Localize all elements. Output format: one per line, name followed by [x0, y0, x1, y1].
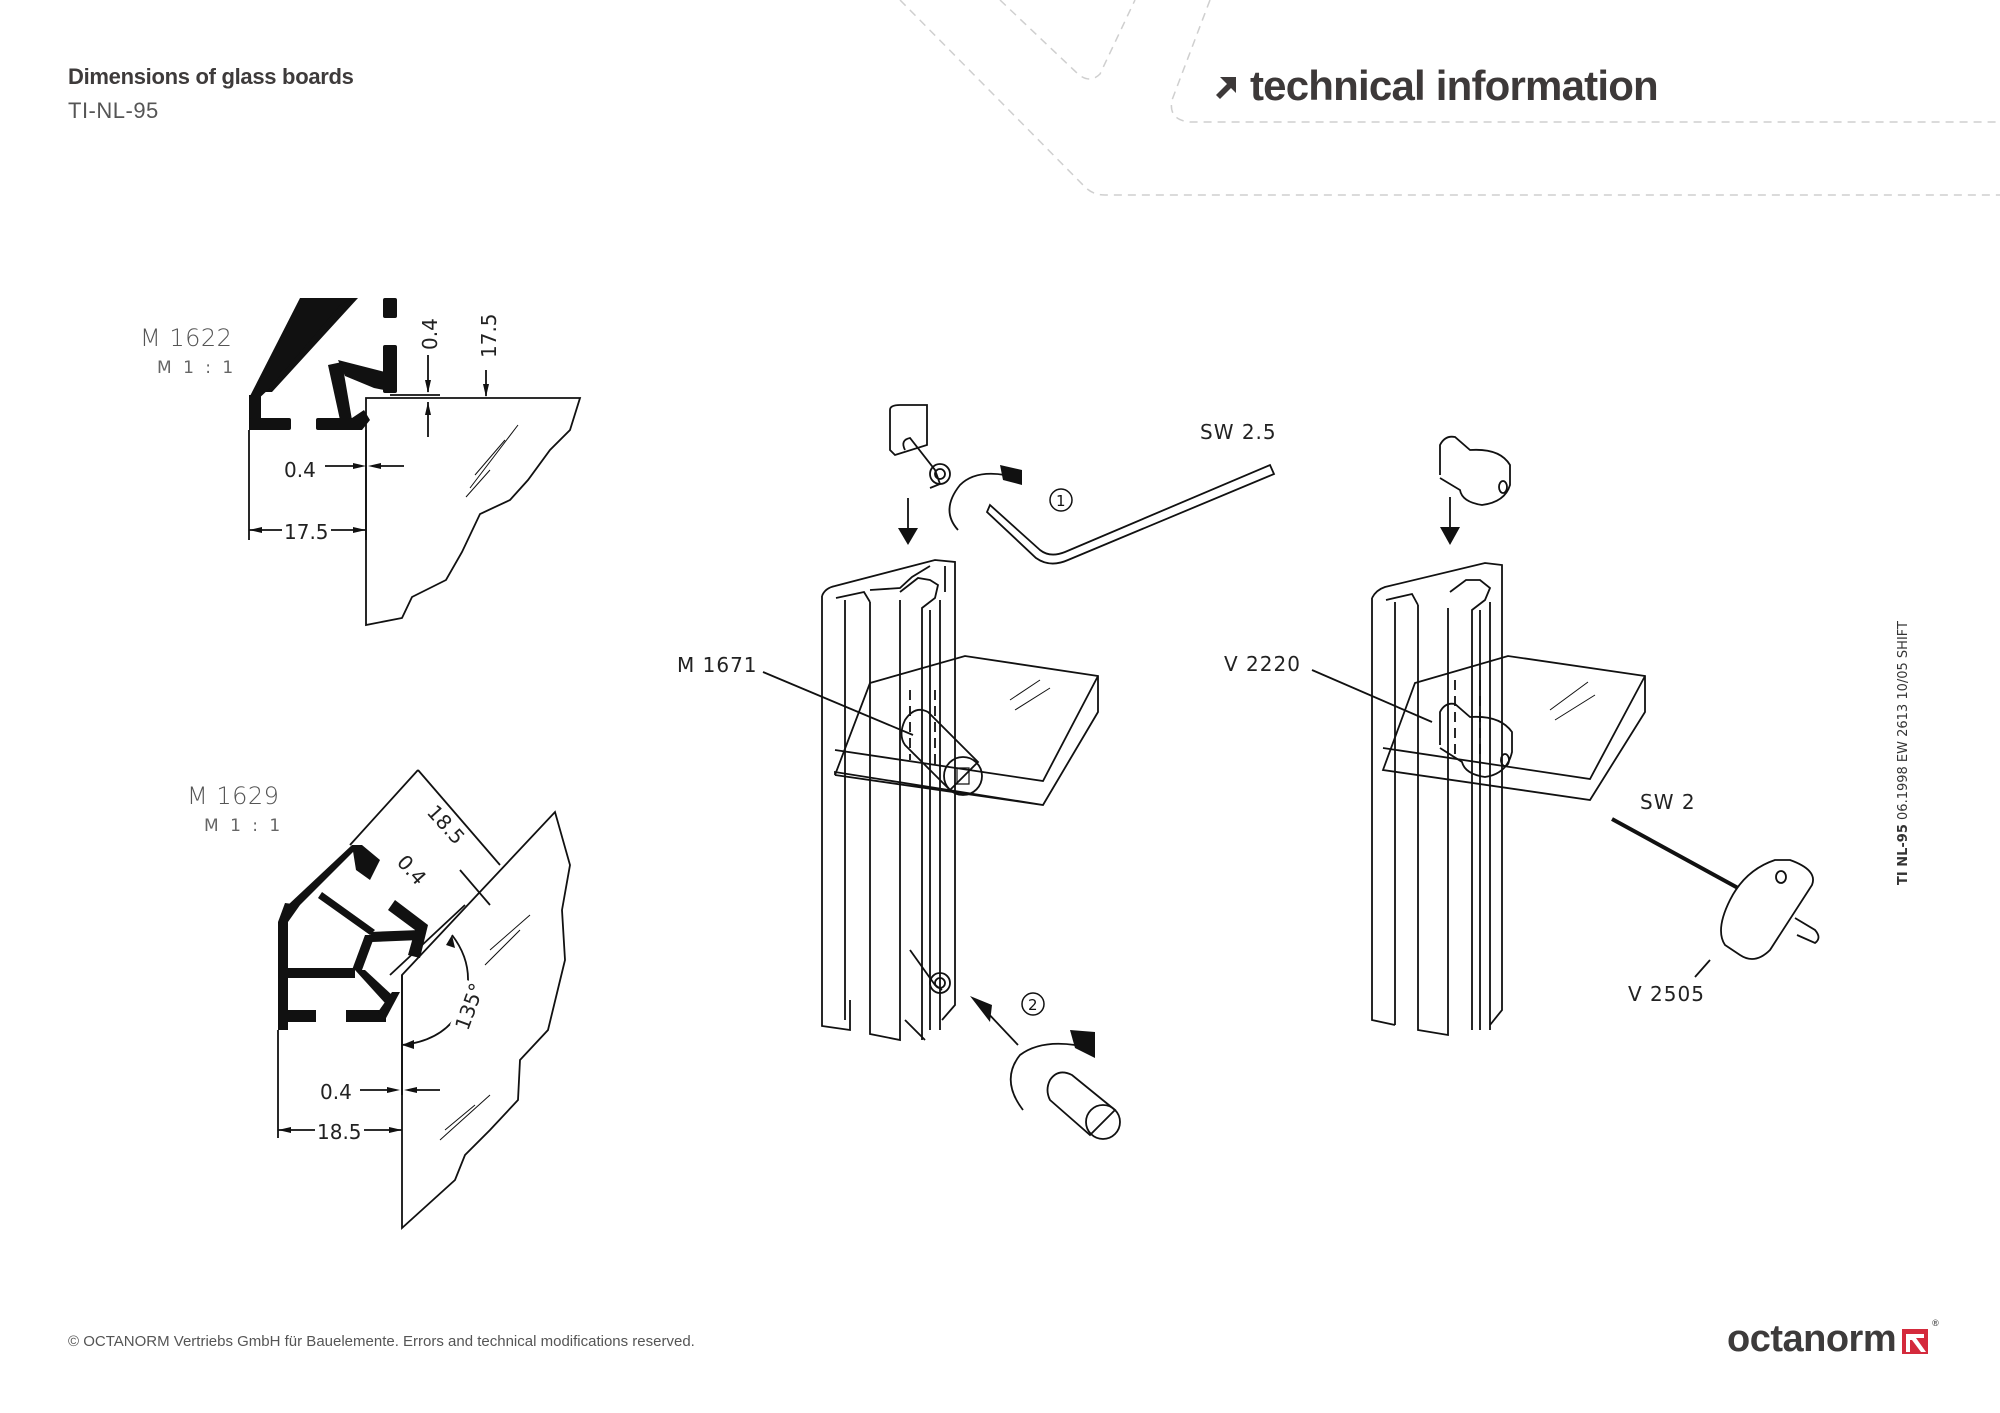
profile-m1629-scale: M 1 : 1 [204, 816, 284, 836]
profile-m1622-glass [365, 397, 582, 627]
document-reference-details: 06.1998 EW 2613 10/05 SHIFT [1896, 621, 1911, 825]
step-2-badge [1021, 992, 1045, 1016]
slot-nut-with-screw [889, 404, 951, 489]
profile-m1629-glass [401, 810, 571, 1231]
glass-pin-loose [1046, 1071, 1121, 1140]
profile-column-left [821, 559, 956, 1042]
step-1-number: 1 [1056, 492, 1066, 510]
document-reference: TI NL-95 06.1998 EW 2613 10/05 SHIFT [1896, 621, 1911, 885]
brand-registered-mark: ® [1932, 1318, 1939, 1328]
hex-key-sw25 [985, 463, 1276, 565]
label-part-m1671: M 1671 [677, 653, 758, 677]
brand-wordmark: octanorm [1727, 1318, 1897, 1360]
leader-v2505 [1694, 959, 1711, 978]
section-heading-label: technical information [1250, 62, 1659, 109]
dim-m1622-gap-side: 0.4 [284, 458, 316, 482]
document-code: TI-NL-95 [68, 98, 159, 123]
deco-line-v [999, 0, 1136, 80]
brand-mark-icon [1902, 1328, 1929, 1354]
step-1-badge [1049, 488, 1073, 512]
deco-line-inner [1170, 0, 2000, 123]
profile-m1629-section [278, 845, 428, 1030]
label-part-v2505: V 2505 [1628, 982, 1705, 1006]
section-heading: technical information [1214, 62, 1659, 110]
footer-copyright: © OCTANORM Vertriebs GmbH für Bauelement… [68, 1333, 695, 1350]
rotate-arrow-1 [948, 472, 1006, 531]
brand-logo: octanorm ® [1727, 1318, 1939, 1361]
clamp-v2220-top [1439, 435, 1511, 506]
document-title: Dimensions of glass boards [68, 64, 354, 89]
rotate-arrow-2 [1009, 1042, 1076, 1111]
glass-plate-right [1381, 655, 1646, 801]
profile-m1622-section [249, 298, 397, 430]
dim-m1622-width: 17.5 [282, 520, 331, 544]
step-2-number: 2 [1028, 996, 1038, 1014]
t-handle-key-v2505 [1611, 817, 1820, 960]
profile-column-right [1371, 562, 1503, 1037]
profile-m1622-scale: M 1 : 1 [157, 358, 237, 378]
leader-m1671 [762, 671, 914, 736]
label-tool-sw2: SW 2 [1640, 790, 1696, 814]
label-tool-sw25: SW 2.5 [1200, 420, 1277, 444]
document-reference-code: TI NL-95 [1896, 824, 1911, 885]
profile-m1629-name: M 1629 [187, 782, 280, 810]
set-screw-lower [909, 949, 951, 994]
label-part-v2220: V 2220 [1224, 652, 1301, 676]
glass-plate-left [834, 655, 1099, 806]
clamp-v2220-installed [1439, 702, 1513, 778]
dim-m1629-width: 18.5 [315, 1120, 364, 1144]
arrow-up-right-icon [1216, 77, 1236, 99]
leader-v2220 [1311, 669, 1433, 723]
deco-line-outer [899, 0, 2000, 196]
profile-m1622-name: M 1622 [140, 324, 233, 352]
dim-m1629-gap-side: 0.4 [320, 1080, 352, 1104]
